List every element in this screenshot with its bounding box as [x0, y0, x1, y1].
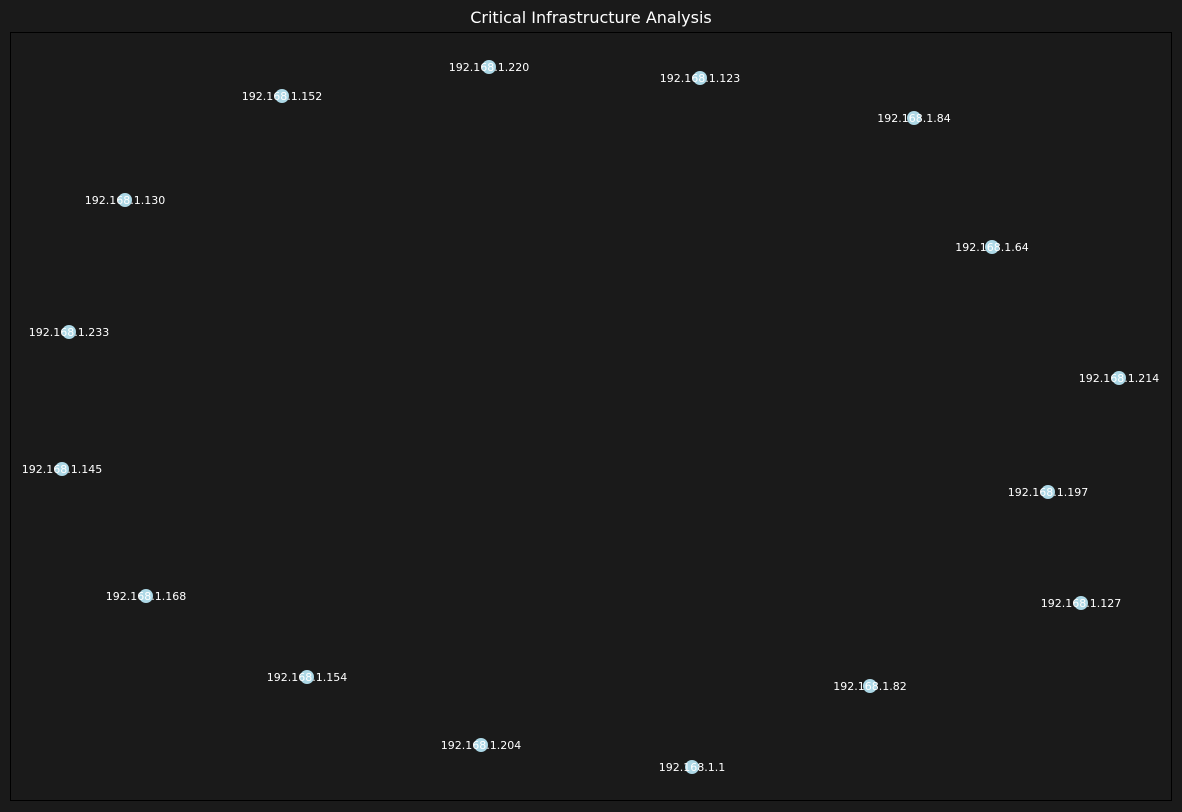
node-marker — [118, 193, 132, 207]
node-n16: 192.168.1.1 — [659, 760, 725, 774]
node-n7: 192.168.1.233 — [29, 325, 109, 339]
node-n10: 192.168.1.197 — [1008, 485, 1088, 499]
node-n15: 192.168.1.204 — [441, 738, 521, 752]
node-marker — [474, 738, 488, 752]
node-marker — [55, 462, 69, 476]
node-label: 192.168.1.204 — [441, 739, 521, 752]
node-n14: 192.168.1.82 — [833, 679, 907, 693]
node-label: 192.168.1.64 — [955, 241, 1028, 254]
node-marker — [1112, 371, 1126, 385]
chart-title: Critical Infrastructure Analysis — [470, 8, 712, 27]
node-n12: 192.168.1.127 — [1041, 596, 1121, 610]
node-n8: 192.168.1.214 — [1079, 371, 1159, 385]
node-marker — [139, 589, 153, 603]
node-label: 192.168.1.152 — [242, 90, 322, 103]
node-n1: 192.168.1.220 — [449, 60, 529, 74]
node-n13: 192.168.1.154 — [267, 670, 347, 684]
node-label: 192.168.1.233 — [29, 326, 109, 339]
node-label: 192.168.1.84 — [877, 112, 950, 125]
node-marker — [62, 325, 76, 339]
node-label: 192.168.1.123 — [660, 72, 740, 85]
node-label: 192.168.1.82 — [833, 680, 906, 693]
node-marker — [693, 71, 707, 85]
node-label: 192.168.1.145 — [22, 463, 102, 476]
node-n9: 192.168.1.145 — [22, 462, 102, 476]
node-label: 192.168.1.1 — [659, 761, 725, 774]
node-label: 192.168.1.220 — [449, 61, 529, 74]
node-marker — [985, 240, 999, 254]
node-marker — [482, 60, 496, 74]
node-label: 192.168.1.168 — [106, 590, 186, 603]
plot-area — [10, 32, 1172, 801]
node-marker — [907, 111, 921, 125]
node-label: 192.168.1.154 — [267, 671, 347, 684]
node-marker — [1074, 596, 1088, 610]
node-label: 192.168.1.127 — [1041, 597, 1121, 610]
node-marker — [1041, 485, 1055, 499]
node-n4: 192.168.1.84 — [877, 111, 951, 125]
node-label: 192.168.1.197 — [1008, 486, 1088, 499]
node-n5: 192.168.1.130 — [85, 193, 165, 207]
node-n3: 192.168.1.152 — [242, 89, 322, 103]
node-label: 192.168.1.214 — [1079, 372, 1159, 385]
node-n6: 192.168.1.64 — [955, 240, 1029, 254]
node-marker — [863, 679, 877, 693]
node-marker — [275, 89, 289, 103]
node-marker — [685, 760, 699, 774]
node-marker — [300, 670, 314, 684]
node-n11: 192.168.1.168 — [106, 589, 186, 603]
node-n2: 192.168.1.123 — [660, 71, 740, 85]
node-label: 192.168.1.130 — [85, 194, 165, 207]
